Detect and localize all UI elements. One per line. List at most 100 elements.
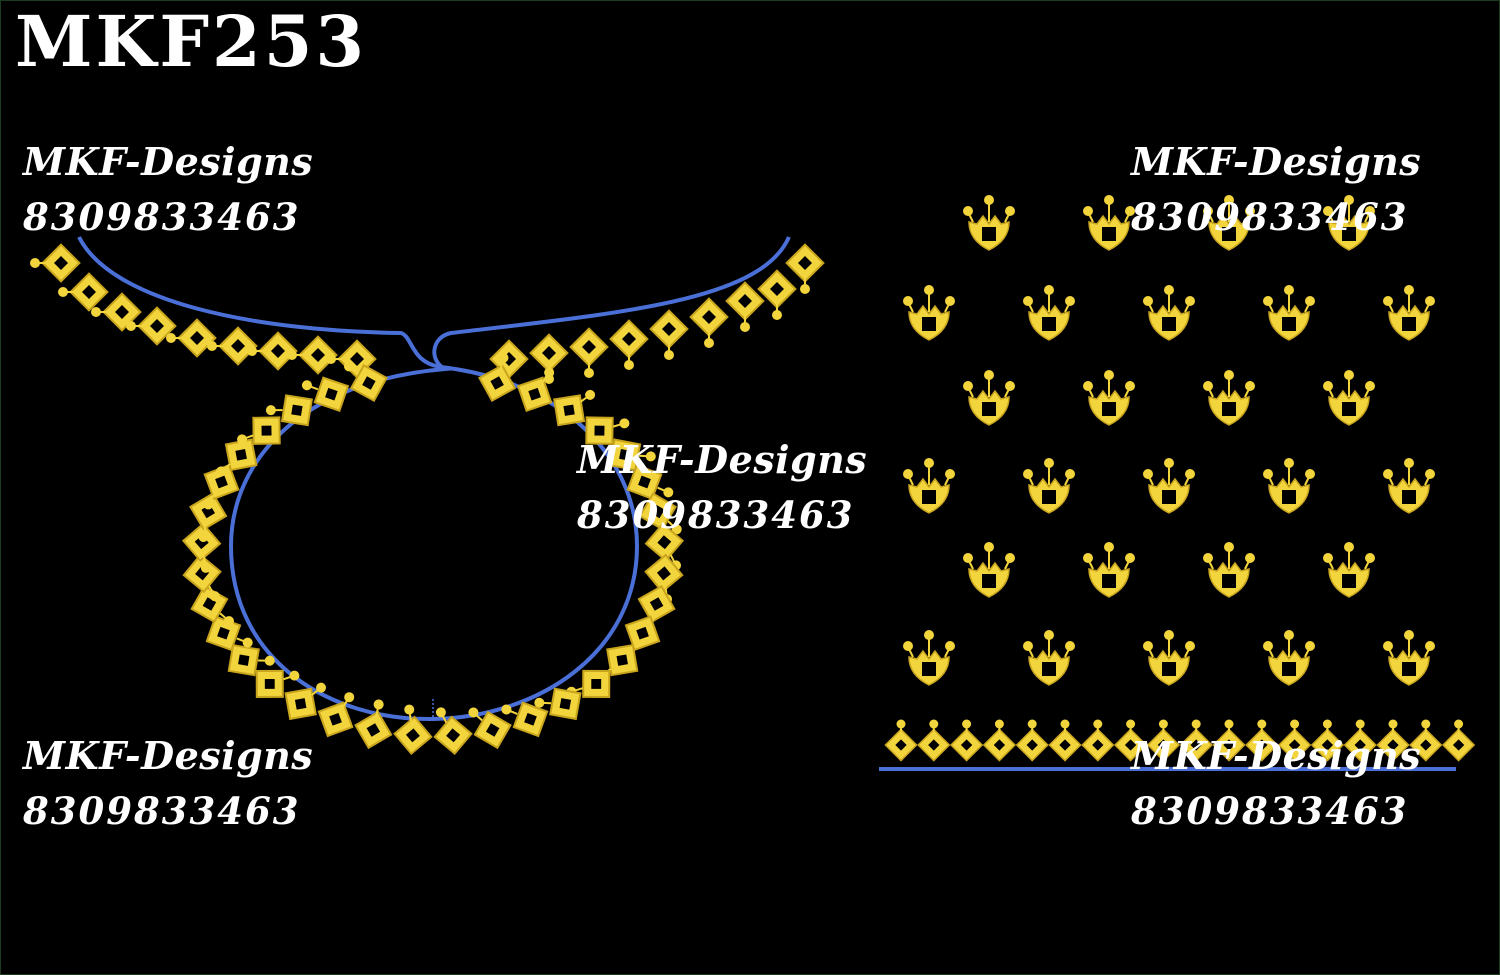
buta-grid xyxy=(903,195,1435,686)
border-diamond-icon xyxy=(1441,719,1476,762)
diamond-motif-icon xyxy=(468,707,512,750)
bead-icon xyxy=(1305,296,1315,306)
bead-icon xyxy=(903,641,913,651)
border-diamond-icon xyxy=(1310,719,1345,762)
bead-icon xyxy=(1245,553,1255,563)
bead-icon xyxy=(301,380,312,391)
bead-icon xyxy=(1224,719,1234,729)
bead-icon xyxy=(264,655,275,666)
bead-icon xyxy=(984,542,994,552)
bead-icon xyxy=(704,338,714,349)
buta-motif-icon xyxy=(1143,285,1195,341)
bead-icon xyxy=(994,719,1004,729)
diamond-motif-icon xyxy=(516,367,555,412)
bead-icon xyxy=(1065,296,1075,306)
border-diamond-icon xyxy=(1409,719,1443,762)
border-diamond-icon xyxy=(1376,719,1410,762)
bead-icon xyxy=(740,322,750,333)
bead-icon xyxy=(1044,458,1054,468)
bead-icon xyxy=(903,469,913,479)
bead-icon xyxy=(203,499,214,510)
bead-icon xyxy=(344,692,355,703)
border-diamond-icon xyxy=(1245,719,1279,762)
bead-icon xyxy=(800,284,810,295)
bead-icon xyxy=(1404,458,1414,468)
diamond-motif-icon xyxy=(255,669,300,698)
watermark-phone: 8309833463 xyxy=(23,195,301,239)
bead-icon xyxy=(1263,296,1273,306)
bead-icon xyxy=(664,350,674,361)
bead-icon xyxy=(1245,381,1255,391)
bead-icon xyxy=(1044,630,1054,640)
bead-icon xyxy=(645,451,656,462)
bead-icon xyxy=(1065,641,1075,651)
bead-icon xyxy=(1185,469,1195,479)
bead-icon xyxy=(435,707,446,718)
bead-icon xyxy=(286,350,297,360)
diamond-motif-icon xyxy=(284,682,327,721)
buta-motif-icon xyxy=(1383,285,1435,341)
bead-icon xyxy=(198,531,209,542)
bead-icon xyxy=(945,641,955,651)
bead-icon xyxy=(165,333,176,343)
bead-icon xyxy=(373,699,384,710)
watermark-phone: 8309833463 xyxy=(577,493,855,537)
bead-icon xyxy=(1454,719,1464,729)
bead-icon xyxy=(1322,719,1332,729)
bead-icon xyxy=(1355,719,1365,729)
buta-motif-icon xyxy=(1083,195,1135,251)
diamond-motif-icon xyxy=(638,492,682,535)
bead-icon xyxy=(265,405,276,416)
bead-icon xyxy=(1125,553,1135,563)
bead-icon xyxy=(1305,641,1315,651)
watermark-brand: MKF-Designs xyxy=(577,437,868,482)
bead-icon xyxy=(1104,195,1114,205)
diamond-motif-icon xyxy=(433,707,473,756)
bead-icon xyxy=(1383,296,1393,306)
bead-icon xyxy=(624,360,634,371)
bead-icon xyxy=(896,719,906,729)
diamond-motif-icon xyxy=(785,243,825,295)
buta-motif-icon xyxy=(1323,370,1375,426)
buta-motif-icon xyxy=(1263,458,1315,514)
bead-icon xyxy=(498,352,509,363)
neck-outline-path xyxy=(77,236,791,722)
diamond-motif-icon xyxy=(585,416,630,445)
watermark-brand: MKF-Designs xyxy=(1131,733,1422,778)
buta-motif-icon xyxy=(1023,458,1075,514)
bead-icon xyxy=(289,670,300,681)
bead-icon xyxy=(206,341,217,351)
bead-icon xyxy=(1323,381,1333,391)
bead-icon xyxy=(1290,719,1300,729)
bead-icon xyxy=(1005,206,1015,216)
buta-motif-icon xyxy=(903,285,955,341)
border-strip xyxy=(879,719,1476,771)
buta-motif-icon xyxy=(963,195,1015,251)
diamond-motif-icon xyxy=(227,643,275,677)
border-diamond-icon xyxy=(949,719,984,762)
bead-icon xyxy=(1388,719,1398,729)
border-diamond-icon xyxy=(917,719,951,762)
diamond-motif-icon xyxy=(301,376,350,412)
diamond-motif-icon xyxy=(317,692,355,738)
watermark-brand: MKF-Designs xyxy=(23,733,314,778)
diamond-motif-icon xyxy=(553,389,596,427)
watermark-phone: 8309833463 xyxy=(23,789,301,833)
bead-icon xyxy=(501,704,512,715)
bead-icon xyxy=(1191,719,1201,729)
bead-icon xyxy=(209,591,220,602)
buta-motif-icon xyxy=(1263,630,1315,686)
bead-icon xyxy=(125,321,136,331)
diamond-motif-icon xyxy=(125,306,177,346)
bead-icon xyxy=(1158,719,1168,729)
bead-icon xyxy=(1257,719,1267,729)
buta-motif-icon xyxy=(1383,630,1435,686)
border-diamond-icon xyxy=(1113,719,1148,762)
bead-icon xyxy=(1185,296,1195,306)
bead-icon xyxy=(316,682,327,693)
bead-icon xyxy=(1224,370,1234,380)
border-diamond-icon xyxy=(884,719,918,762)
watermark-bottom-right: MKF-Designs 8309833463 xyxy=(1131,737,1421,830)
diamond-motif-icon xyxy=(478,352,517,403)
